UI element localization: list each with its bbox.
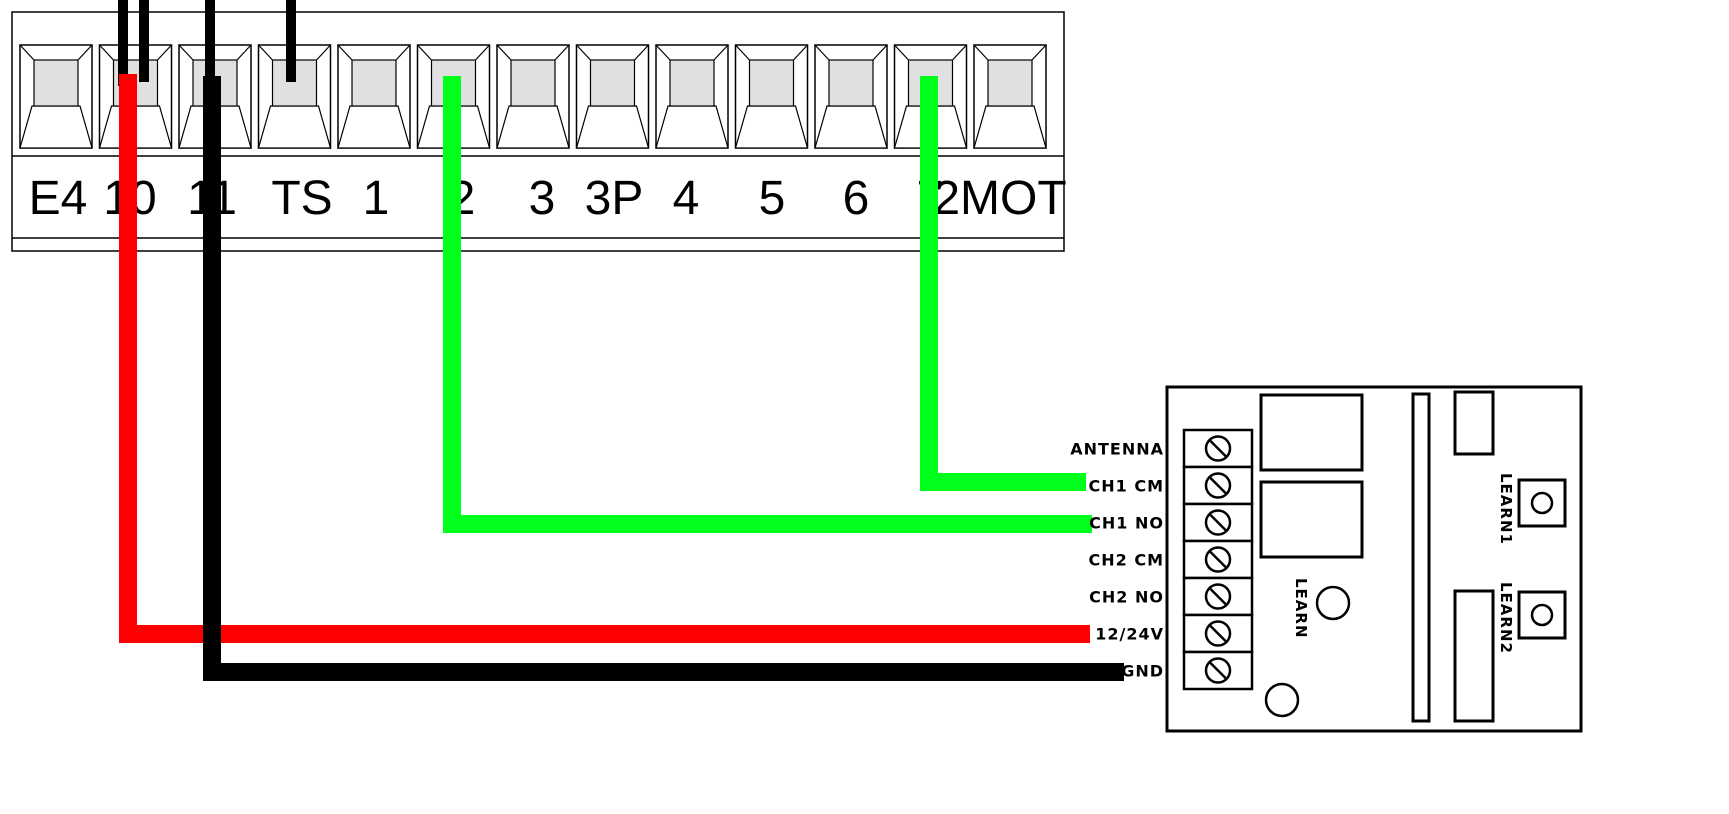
wire-green-ch1-cm [920,76,1086,491]
learn1-button-knob [1530,491,1554,515]
wire-green-ch1-no [443,76,1092,533]
terminal-socket-6 [814,44,888,149]
incoming-wires [118,0,296,86]
bottom-led [1264,682,1300,718]
incoming-wire-e4 [118,0,128,86]
terminal-label-5: 5 [759,172,786,225]
terminal-label-e4: E4 [29,172,88,225]
relay-2 [1259,480,1364,559]
relay-1 [1259,393,1364,472]
screw-terminal-12-24v [1182,613,1254,654]
screw-terminal-ch1-no [1182,502,1254,543]
pin-label-antenna: ANTENNA [1070,440,1164,459]
terminal-label-3p: 3P [585,172,644,225]
pin-label-ch2-no: CH2 NO [1089,588,1164,607]
screw-terminal-gnd [1182,650,1254,691]
learn2-label: LEARN2 [1497,582,1515,654]
bottom-right-component [1453,589,1495,723]
terminal-label-1: 1 [363,172,390,225]
incoming-wire-ts [286,0,296,82]
terminal-socket-1 [337,44,411,149]
terminal-socket-3p [575,44,650,149]
terminal-label-ts: TS [271,172,332,225]
learn2-button-knob [1530,603,1554,627]
pin-label-12-24v: 12/24V [1095,625,1164,644]
top-right-component [1453,390,1495,456]
learn-label: LEARN [1292,578,1310,639]
screw-terminal-ch2-no [1182,576,1254,617]
vertical-strip [1411,392,1431,723]
terminal-socket-5 [734,44,809,149]
wire-black-gnd [203,76,1124,681]
terminal-label-3: 3 [529,172,556,225]
wire-red-12-24v [119,74,1090,643]
receiver-board: ANTENNA CH1 CM CH1 NO CH2 CM CH2 NO 12/24V GND… [1070,385,1583,733]
terminal-label-2mot: 2MOT [933,172,1066,225]
pin-label-ch2-cm: CH2 CM [1089,551,1165,570]
receiver-pin-labels: ANTENNA CH1 CM CH1 NO CH2 CM CH2 NO 12/24V GND [1070,440,1165,681]
pin-label-ch1-no: CH1 NO [1089,514,1164,533]
screw-terminal-antenna [1182,428,1254,469]
screw-terminal-ch2-cm [1182,539,1254,580]
screw-terminal-ch1-cm [1182,465,1254,506]
terminal-socket-2mot [973,44,1047,149]
incoming-wire-11 [205,0,215,82]
terminal-socket-e4 [19,44,93,149]
learn-led [1315,585,1351,621]
pin-label-ch1-cm: CH1 CM [1089,477,1165,496]
terminal-socket-4 [655,44,729,149]
incoming-wire-10 [139,0,149,82]
terminal-label-6: 6 [843,172,870,225]
terminal-socket-3 [496,44,570,149]
pin-label-gnd: GND [1121,662,1164,681]
terminal-label-4: 4 [673,172,700,225]
connection-wires [119,74,1124,681]
receiver-screw-terminals [1182,428,1254,691]
learn1-label: LEARN1 [1497,473,1515,545]
